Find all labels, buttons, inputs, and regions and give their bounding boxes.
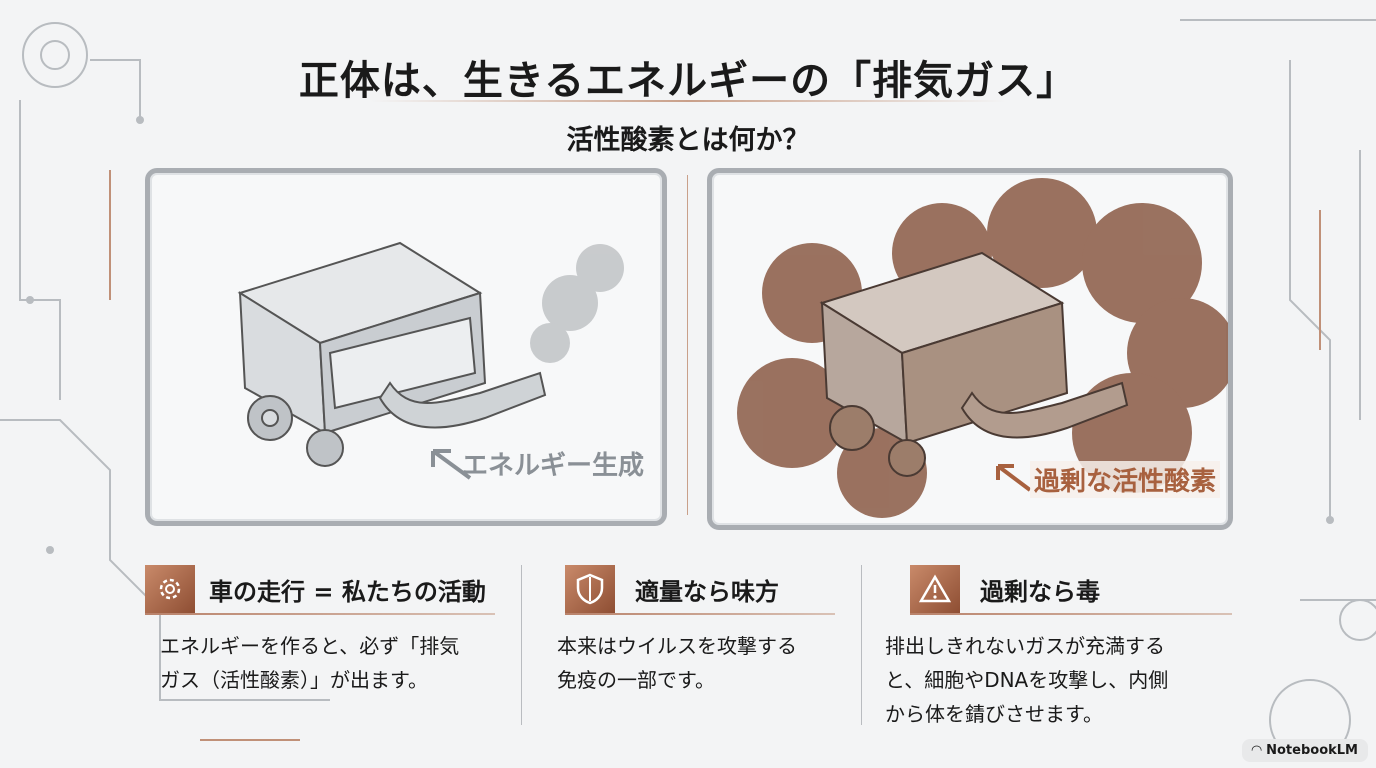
- heading-underline: [145, 613, 495, 615]
- heading-underline: [565, 613, 835, 615]
- body-line: から体を錆びさせます。: [885, 702, 1103, 726]
- excess-ros-label: 過剰な活性酸素: [1030, 461, 1221, 498]
- column-divider: [861, 565, 862, 725]
- gear-icon: [145, 565, 195, 613]
- column-activity: 車の走行 = 私たちの活動 エネルギーを作ると、必ず「排気 ガス（活性酸素）」が…: [145, 565, 495, 697]
- body-line: ガス（活性酸素）」が出ます。: [160, 668, 428, 692]
- column-heading: 過剰なら毒: [980, 577, 1100, 606]
- excess-engine-panel: 過剰な活性酸素: [707, 168, 1233, 530]
- clean-engine-illustration: [237, 241, 624, 467]
- page-subtitle: 活性酸素とは何か？: [566, 125, 810, 156]
- page-title: 正体は、生きるエネルギーの「排気ガス」: [298, 58, 1078, 104]
- column-heading: 適量なら味方: [635, 577, 779, 606]
- column-body: 排出しきれないガスが充満する と、細胞やDNAを攻撃し、内側 から体を錆びさせま…: [885, 629, 1232, 731]
- panel-divider: [687, 175, 688, 515]
- column-body: エネルギーを作ると、必ず「排気 ガス（活性酸素）」が出ます。: [160, 629, 495, 697]
- arrow-icon: [431, 449, 472, 480]
- arrow-icon: [996, 464, 1032, 492]
- warning-icon: [910, 565, 960, 613]
- body-line: 免疫の一部です。: [557, 668, 715, 692]
- body-line: 本来はウイルスを攻撃する: [557, 634, 797, 658]
- body-line: 排出しきれないガスが充満する: [885, 634, 1165, 658]
- energy-generation-label: エネルギー生成: [462, 451, 645, 481]
- notebooklm-badge: ◠ NotebookLM: [1241, 739, 1368, 762]
- column-divider: [521, 565, 522, 725]
- notebooklm-logo-icon: ◠: [1251, 743, 1267, 758]
- body-line: エネルギーを作ると、必ず「排気: [160, 634, 460, 658]
- column-heading: 車の走行 = 私たちの活動: [209, 577, 486, 606]
- column-moderate: 適量なら味方 本来はウイルスを攻撃する 免疫の一部です。: [557, 565, 835, 697]
- normal-engine-panel: エネルギー生成: [145, 168, 667, 526]
- shield-icon: [565, 565, 615, 613]
- heading-underline: [910, 613, 1232, 615]
- column-body: 本来はウイルスを攻撃する 免疫の一部です。: [557, 629, 835, 697]
- title-divider: [370, 100, 1006, 102]
- rusty-engine-illustration: [737, 178, 1228, 518]
- column-excess: 過剰なら毒 排出しきれないガスが充満する と、細胞やDNAを攻撃し、内側 から体…: [885, 565, 1232, 731]
- badge-label: NotebookLM: [1266, 743, 1358, 758]
- body-line: と、細胞やDNAを攻撃し、内側: [885, 668, 1169, 692]
